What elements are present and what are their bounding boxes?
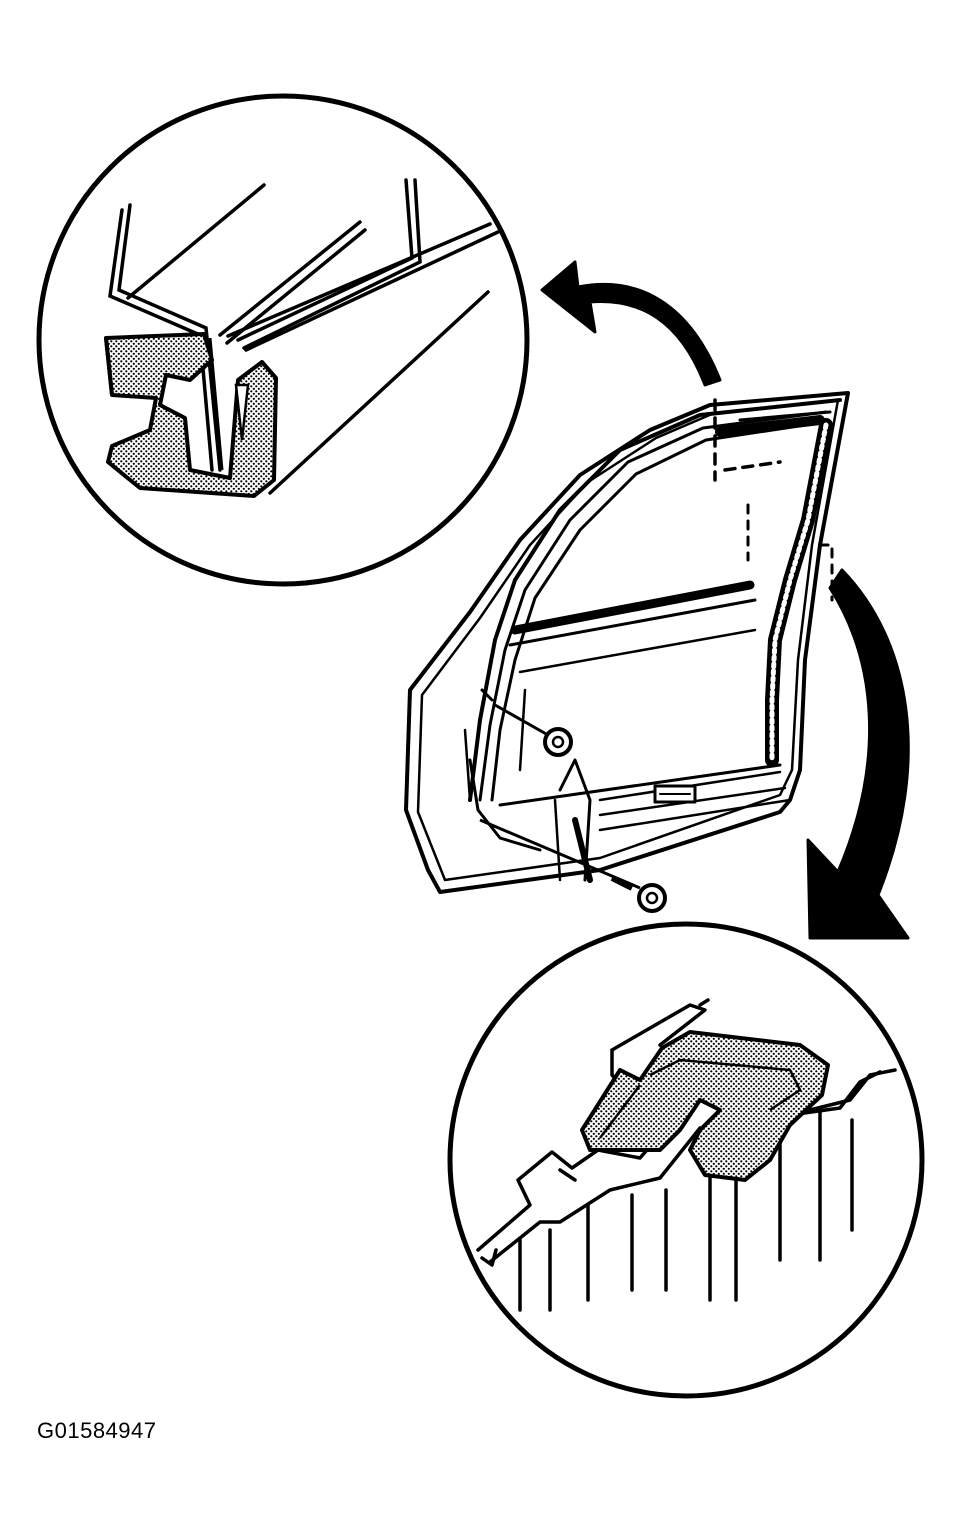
- curved-arrow-icon: [540, 260, 722, 387]
- curved-arrow-icon: [806, 568, 910, 940]
- door-frame-drawing: [404, 391, 850, 894]
- bolt-icon: [479, 818, 667, 913]
- figure-id-label: G01584947: [37, 1418, 157, 1443]
- upper-detail-circle: [36, 93, 530, 587]
- bolt-icon: [494, 703, 573, 757]
- upper-seal-profile: [104, 332, 278, 498]
- lower-detail-circle: [447, 921, 925, 1399]
